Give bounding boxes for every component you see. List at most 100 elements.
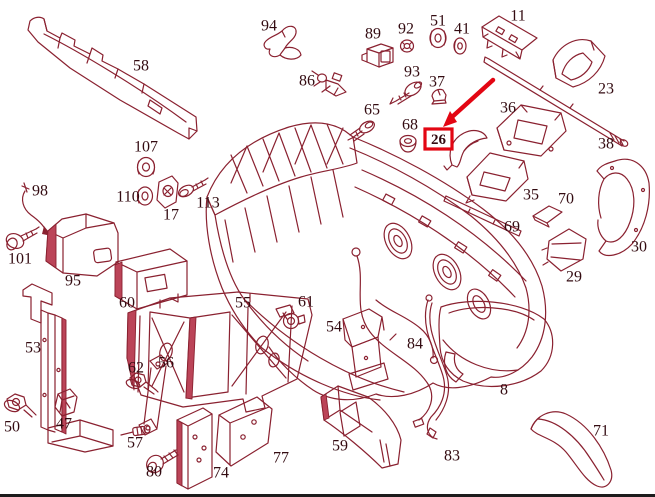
part-101-drawing	[5, 226, 40, 251]
callout-part-26: 26	[423, 77, 496, 151]
part-label-110: 110	[116, 189, 139, 206]
part-label-71: 71	[593, 423, 609, 440]
part-94-drawing	[263, 25, 302, 60]
part-59-drawing	[320, 385, 402, 469]
part-label-69: 69	[504, 219, 520, 236]
part-89-drawing	[361, 43, 394, 68]
part-label-56: 56	[158, 355, 174, 372]
part-label-41: 41	[454, 21, 470, 38]
part-label-54: 54	[326, 319, 342, 336]
part-label-60: 60	[119, 295, 135, 312]
part-58-drawing	[27, 16, 198, 140]
part-8-drawing	[438, 300, 554, 388]
part-53-drawing	[22, 283, 114, 453]
part-label-36: 36	[500, 100, 516, 117]
part-label-80: 80	[146, 464, 162, 481]
part-label-84: 84	[407, 336, 423, 353]
part-label-37: 37	[429, 74, 445, 91]
part-69-drawing	[443, 195, 522, 237]
scan-edge-artifact	[0, 494, 655, 497]
part-37-drawing	[431, 88, 447, 105]
part-label-23: 23	[598, 81, 614, 98]
part-60-drawing	[114, 248, 188, 310]
part-label-11: 11	[510, 8, 525, 25]
part-50-drawing	[3, 393, 37, 418]
part-84-drawing	[351, 247, 439, 428]
part-61-drawing	[275, 304, 306, 330]
part-label-53: 53	[25, 340, 41, 357]
part-86-drawing	[311, 70, 347, 97]
part-41-drawing	[453, 37, 467, 55]
part-label-57: 57	[127, 435, 143, 452]
part-label-51: 51	[430, 13, 446, 30]
part-label-8: 8	[500, 382, 508, 399]
part-80-drawing	[146, 449, 179, 474]
part-54-drawing	[342, 308, 389, 391]
part-11-drawing	[481, 15, 538, 60]
part-label-68: 68	[402, 117, 418, 134]
callout-label: 26	[431, 132, 447, 148]
part-label-35: 35	[523, 187, 539, 204]
part-label-61: 61	[298, 294, 314, 311]
part-label-55: 55	[235, 295, 251, 312]
part-51-drawing	[429, 27, 447, 49]
part-35-drawing	[465, 152, 529, 204]
part-label-30: 30	[631, 239, 647, 256]
part-95-drawing	[45, 213, 119, 277]
part-29-drawing	[541, 228, 587, 272]
part-77-drawing	[215, 396, 273, 467]
part-label-77: 77	[273, 450, 289, 467]
callout-arrow-line	[449, 77, 496, 120]
part-label-101: 101	[8, 251, 32, 268]
part-92-drawing	[399, 39, 415, 53]
part-17-drawing	[156, 175, 179, 209]
part-label-50: 50	[4, 419, 20, 436]
part-label-93: 93	[404, 64, 420, 81]
part-label-17: 17	[163, 207, 179, 224]
part-74-drawing	[176, 407, 213, 490]
part-110-drawing	[136, 186, 154, 206]
part-label-47: 47	[56, 416, 72, 433]
part-30-drawing	[596, 158, 650, 257]
part-113-drawing	[177, 177, 209, 198]
part-70-drawing	[532, 205, 563, 228]
bumper-body-drawing	[205, 122, 547, 401]
part-label-70: 70	[558, 191, 574, 208]
part-label-89: 89	[365, 26, 381, 43]
part-label-107: 107	[134, 139, 158, 156]
part-label-38: 38	[598, 136, 614, 153]
part-26-drawing	[443, 129, 488, 171]
part-47-drawing	[54, 388, 78, 417]
part-71-drawing	[530, 411, 613, 488]
part-36-drawing	[496, 104, 567, 157]
part-label-95: 95	[65, 273, 81, 290]
parts-layer	[3, 15, 650, 490]
part-23-drawing	[552, 39, 606, 88]
part-label-83: 83	[444, 448, 460, 465]
part-label-74: 74	[213, 465, 229, 482]
part-68-drawing	[399, 134, 417, 153]
part-label-62: 62	[128, 360, 144, 377]
part-56-drawing	[138, 354, 169, 436]
callout-arrow-head	[443, 111, 457, 127]
part-55-drawing	[126, 291, 313, 413]
part-label-29: 29	[566, 269, 582, 286]
part-62-drawing	[125, 372, 159, 395]
part-labels: 58 94 89 92 51 41 11 86 93 37 23 38 36 65 68 107 98 110 17…	[4, 8, 647, 482]
part-83-drawing	[424, 294, 450, 440]
part-38-drawing	[483, 56, 629, 147]
part-93-drawing	[389, 81, 423, 105]
part-label-94: 94	[261, 18, 277, 35]
part-65-drawing	[347, 120, 375, 142]
part-label-113: 113	[196, 195, 219, 212]
callout-box	[423, 127, 454, 151]
part-label-92: 92	[398, 21, 414, 38]
part-label-65: 65	[364, 102, 380, 119]
part-107-drawing	[136, 156, 156, 178]
part-label-58: 58	[133, 58, 149, 75]
part-label-98: 98	[32, 183, 48, 200]
part-label-86: 86	[299, 73, 315, 90]
part-label-59: 59	[332, 438, 348, 455]
